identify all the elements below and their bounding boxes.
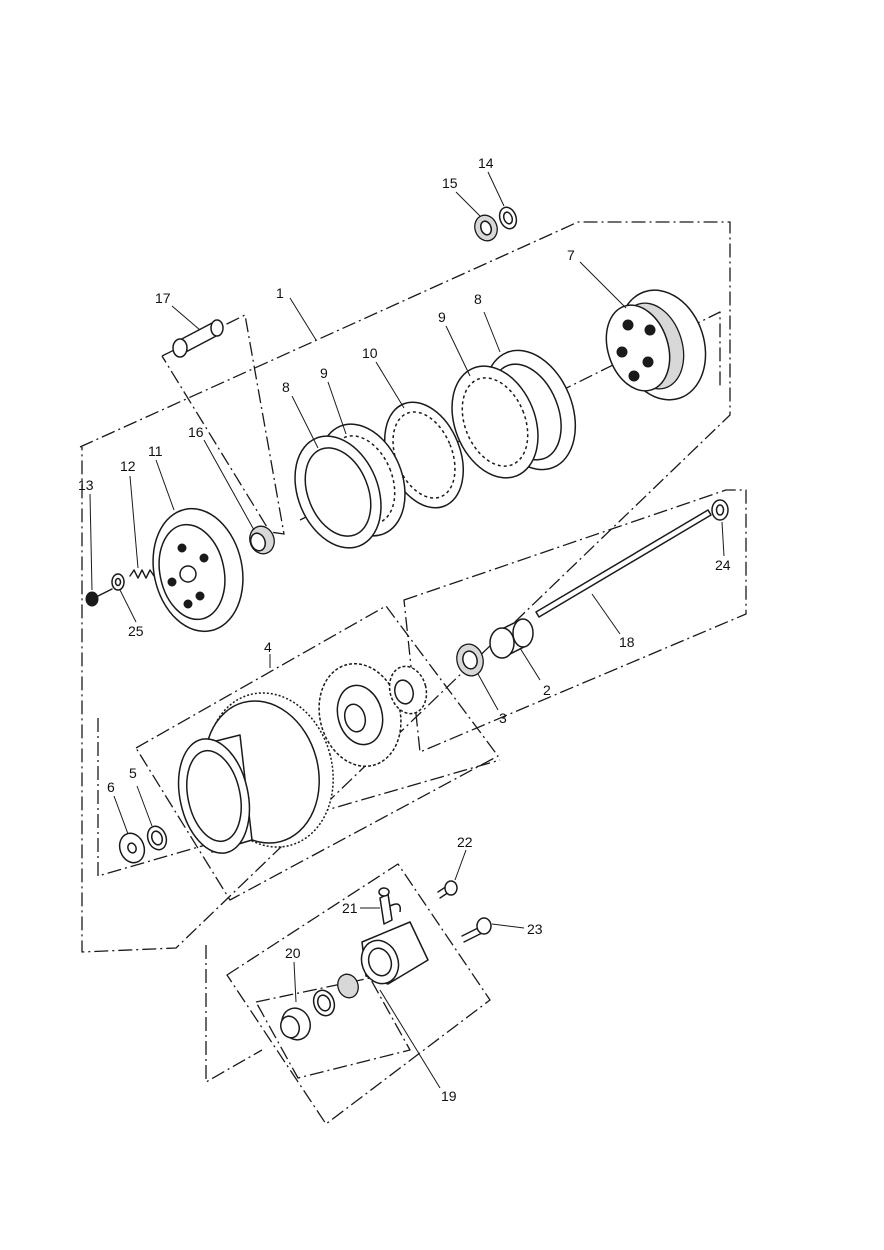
callout-8b: 8 <box>474 291 482 307</box>
callout-5: 5 <box>129 765 137 781</box>
part-11-pressure-plate <box>152 507 244 633</box>
callout-12: 12 <box>120 458 136 474</box>
leader-22 <box>454 849 467 881</box>
leader-9a <box>327 381 347 435</box>
callout-21: 21 <box>342 900 358 916</box>
part-17-pin <box>172 319 224 358</box>
part-3-needle-bearing <box>456 643 484 677</box>
leader-13 <box>89 493 93 591</box>
leader-14 <box>487 171 505 207</box>
leader-lines <box>89 171 725 1089</box>
callout-9a: 9 <box>320 365 328 381</box>
part-8-friction-plate-left <box>294 435 382 549</box>
leader-15 <box>455 191 481 217</box>
leader-18 <box>591 593 621 635</box>
part-14-washer <box>498 206 518 230</box>
part-12-spring <box>129 569 155 579</box>
part-19-slave-cylinder <box>360 921 429 985</box>
callout-18: 18 <box>619 634 635 650</box>
part-6-washer <box>118 832 146 864</box>
leader-25 <box>119 589 137 623</box>
callout-6: 6 <box>107 779 115 795</box>
outline-shaft-assembly <box>403 489 747 753</box>
outline-basket-detail <box>135 605 499 901</box>
callout-13: 13 <box>78 477 94 493</box>
callout-22: 22 <box>457 834 473 850</box>
part-15-nut <box>474 214 498 242</box>
leader-16 <box>203 439 255 531</box>
leader-17 <box>171 305 201 331</box>
callout-labels: 1 2 3 4 5 6 7 8 8 9 9 10 11 12 13 14 15 … <box>78 155 731 1104</box>
leader-7 <box>579 261 627 309</box>
callout-9b: 9 <box>438 309 446 325</box>
leader-24 <box>721 521 725 557</box>
leader-8b <box>483 311 501 353</box>
callout-15: 15 <box>442 175 458 191</box>
part-18-push-rod <box>535 509 712 618</box>
part-13-bolt <box>85 588 113 607</box>
callout-20: 20 <box>285 945 301 961</box>
leader-1 <box>289 297 317 341</box>
part-24-bush <box>711 499 729 521</box>
part-2-thrust-bush <box>489 618 534 659</box>
callout-19: 19 <box>441 1088 457 1104</box>
callout-11: 11 <box>148 443 163 459</box>
outline-slave-cylinder <box>205 945 263 1083</box>
callout-17: 17 <box>155 290 171 306</box>
leader-10 <box>375 361 405 409</box>
leader-19 <box>379 989 441 1089</box>
callout-16: 16 <box>188 424 204 440</box>
part-22-bolt <box>437 880 458 899</box>
callout-8a: 8 <box>282 379 290 395</box>
part-16-bearing <box>249 525 275 555</box>
part-4-primary-gear <box>318 662 402 768</box>
callout-3: 3 <box>499 710 507 726</box>
callout-25: 25 <box>128 623 144 639</box>
part-9-steel-plate-right <box>451 365 539 479</box>
callout-23: 23 <box>527 921 543 937</box>
part-4-clutch-basket <box>177 692 334 854</box>
leader-23 <box>491 923 525 929</box>
part-20-seal-kit <box>279 973 359 1041</box>
leader-6 <box>113 795 129 835</box>
callout-4: 4 <box>264 639 272 655</box>
callout-1: 1 <box>276 285 284 301</box>
part-7-clutch-hub <box>605 289 707 401</box>
callout-14: 14 <box>478 155 494 171</box>
leader-2 <box>519 647 541 681</box>
leader-5 <box>136 785 153 827</box>
part-4-small-gear <box>388 665 428 715</box>
callout-24: 24 <box>715 557 731 573</box>
callout-7: 7 <box>567 247 575 263</box>
part-5-circlip <box>146 825 168 851</box>
part-23-bolt <box>461 917 492 943</box>
leader-20 <box>293 961 297 1003</box>
leader-11 <box>155 459 175 511</box>
leader-3 <box>477 673 499 711</box>
callout-10: 10 <box>362 345 378 361</box>
callout-2: 2 <box>543 682 551 698</box>
leader-8a <box>291 395 319 449</box>
part-10-plate <box>384 401 464 509</box>
outline-basket-assembly <box>97 718 501 877</box>
outline-main-assembly <box>79 221 731 953</box>
leader-12 <box>129 475 139 569</box>
outline-seal-kit <box>255 977 411 1079</box>
leader-9b <box>445 325 471 377</box>
part-21-bleed-valve <box>378 887 402 925</box>
outline-slave-detail <box>226 863 491 1125</box>
part-25-washer <box>111 573 125 591</box>
